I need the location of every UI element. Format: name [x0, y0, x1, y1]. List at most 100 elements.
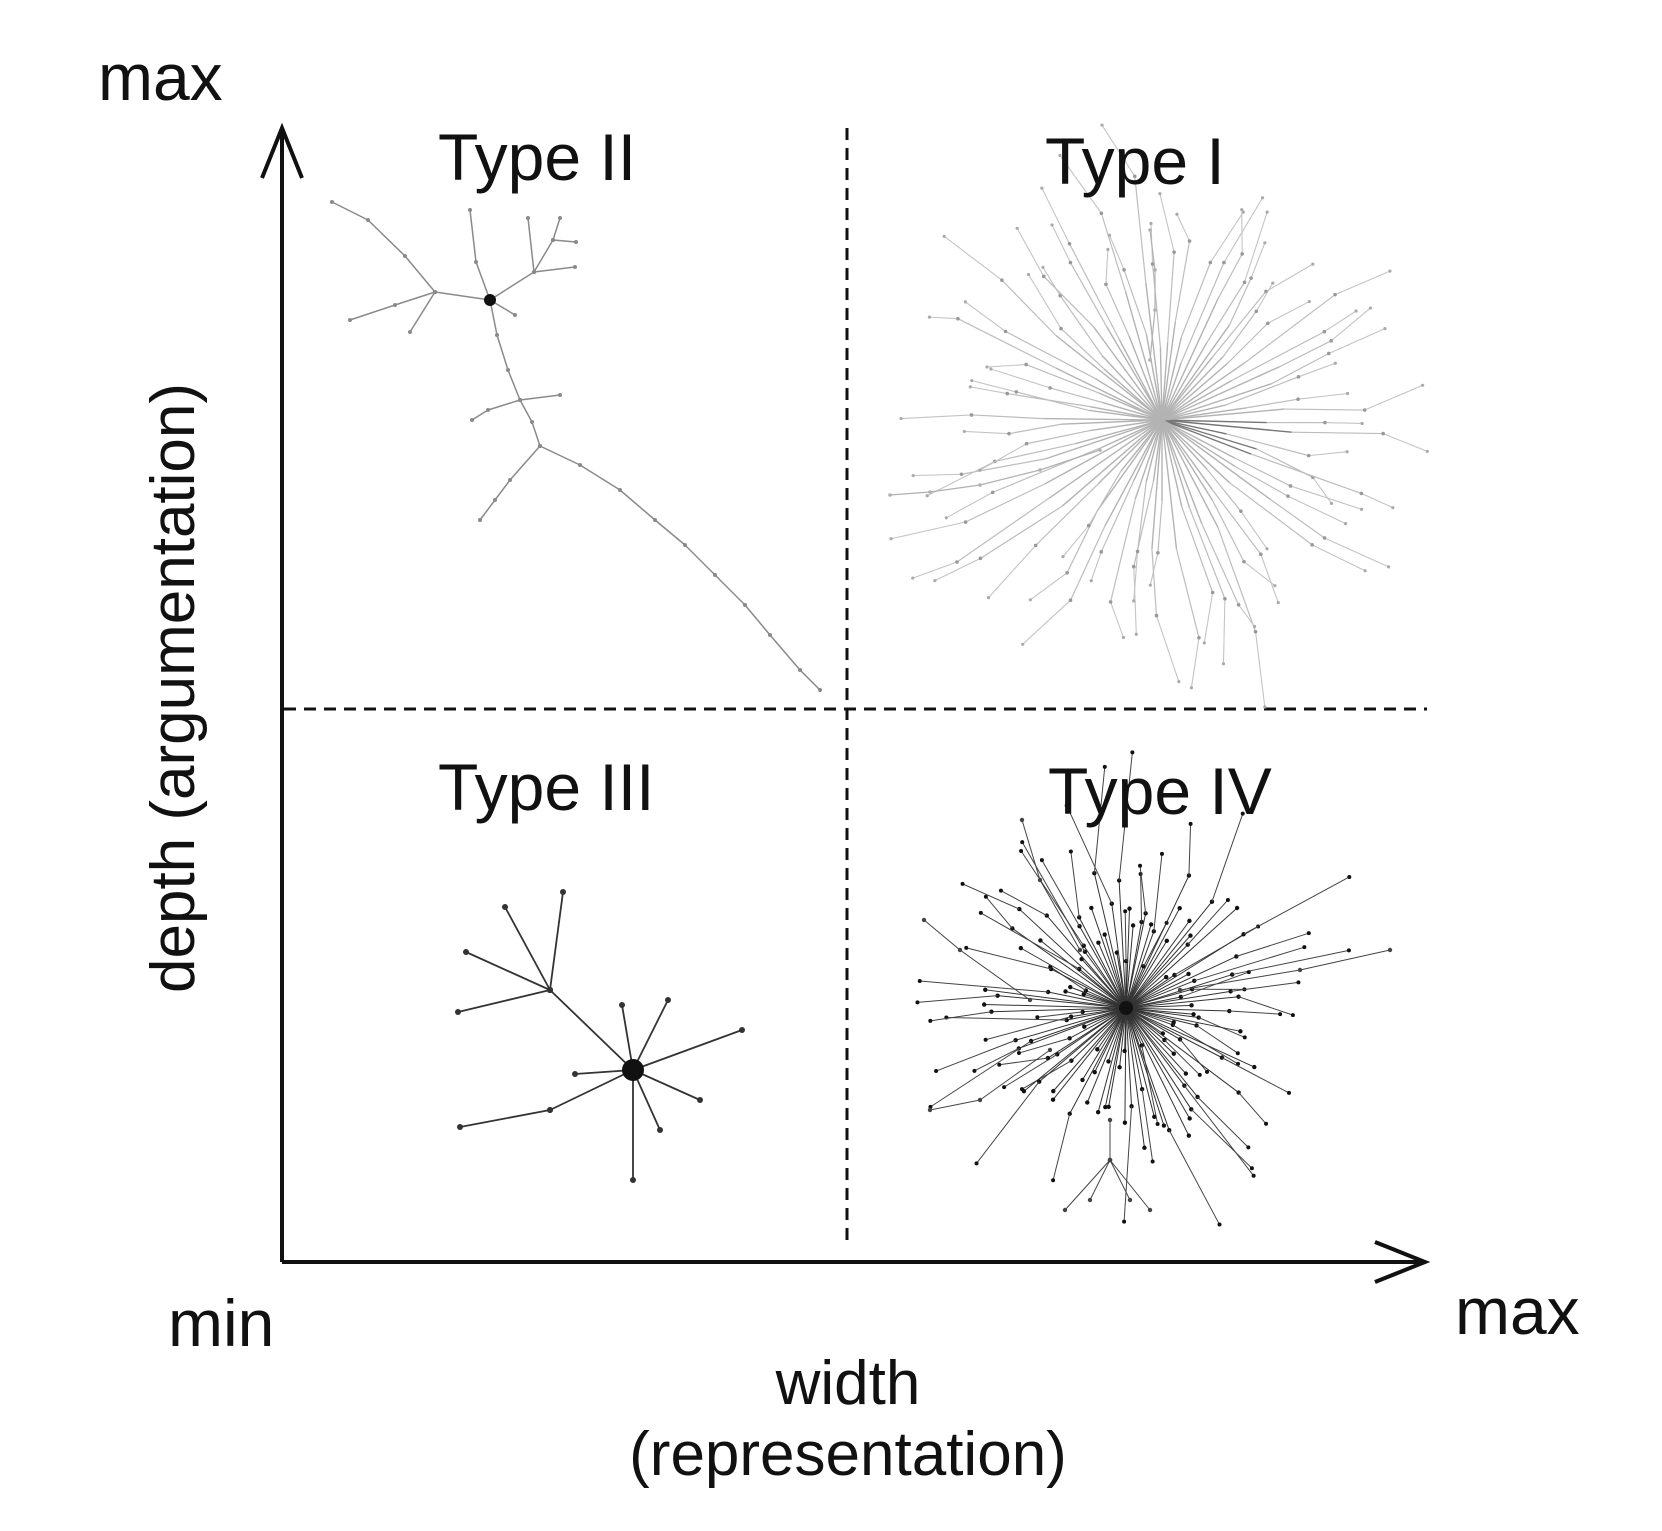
graph-edge [1125, 980, 1195, 1009]
graph-node [1222, 260, 1226, 265]
graph-edge [1090, 907, 1127, 1009]
graph-node [1148, 358, 1152, 362]
graph-edge [919, 980, 1049, 993]
graph-edge [1139, 865, 1147, 914]
y-axis-label: depth (argumentation) [139, 382, 208, 993]
graph-edge [1267, 301, 1310, 324]
graph-node [1117, 1065, 1122, 1070]
graph-edge [1161, 361, 1246, 421]
graph-node [1156, 551, 1160, 555]
graph-edge [979, 1049, 1051, 1101]
graph-edge [496, 334, 509, 371]
graph-node [1264, 1121, 1269, 1126]
graph-node [1102, 932, 1107, 937]
graph-edge [1251, 453, 1362, 495]
graph-edge [1311, 544, 1366, 572]
graph-node [915, 1000, 920, 1005]
graph-edge [1007, 392, 1091, 408]
graph-edge [1161, 419, 1214, 501]
graph-edge [1180, 262, 1211, 338]
graph-node [1253, 629, 1258, 634]
graph-edge [1125, 988, 1193, 1009]
graph-edge [1290, 485, 1362, 510]
graph-edge [923, 919, 961, 951]
graph-edge [1230, 981, 1299, 992]
graph-edge [1197, 1096, 1249, 1148]
graph-node [1150, 1159, 1155, 1164]
graph-node [1186, 971, 1191, 977]
graph-node [1038, 468, 1042, 472]
graph-node [1150, 262, 1155, 266]
graph-edge [964, 430, 1010, 435]
graph-node [1064, 803, 1069, 808]
graph-edge [1181, 506, 1214, 593]
graph-node [1095, 1047, 1100, 1052]
graph-edge [1069, 1007, 1127, 1114]
graph-edge [1222, 598, 1226, 664]
graph-node [1391, 506, 1395, 510]
graph-node [1333, 361, 1337, 365]
graph-edge [1161, 419, 1203, 525]
graph-node [1263, 705, 1267, 709]
graph-edge [1125, 973, 1189, 1009]
graph-edge [1125, 901, 1213, 1009]
graph-edge [1125, 907, 1181, 1009]
graph-edge [1103, 368, 1163, 421]
graph-node [1092, 1069, 1097, 1075]
graph-node [1153, 308, 1157, 312]
graph-edge [1070, 1007, 1127, 1018]
graph-edge [494, 479, 511, 501]
graph-edge [1297, 392, 1348, 400]
graph-edge [1016, 228, 1045, 277]
graph-edge [1064, 1159, 1111, 1211]
network-graph-type-2 [330, 200, 822, 692]
graph-node [348, 318, 352, 322]
graph-node [1058, 153, 1062, 157]
graph-edge [1161, 356, 1224, 421]
graph-edge [1125, 990, 1231, 1009]
graph-edge [1161, 383, 1272, 421]
graph-node [1068, 598, 1073, 603]
graph-node [1360, 507, 1364, 511]
graph-edge [1123, 1106, 1133, 1222]
y-axis-max-label: max [98, 40, 223, 114]
graph-node [1242, 280, 1247, 285]
graph-edge [985, 1016, 1072, 1041]
graph-edge [1085, 990, 1127, 1009]
graph-edge [1101, 354, 1163, 421]
graph-edge [1238, 996, 1294, 1016]
graph-edge [930, 1040, 1032, 1108]
graph-edge [890, 521, 966, 540]
graph-edge [1070, 1007, 1127, 1062]
graph-node [530, 420, 534, 424]
graph-node [960, 881, 965, 886]
graph-edge [1110, 499, 1136, 603]
graph-edge [539, 445, 581, 466]
graph-node [1265, 210, 1269, 214]
graph-edge [1279, 340, 1332, 368]
graph-edge [1140, 874, 1143, 922]
graph-edge [1066, 510, 1099, 574]
graph-node [1148, 583, 1152, 587]
graph-node [1159, 851, 1164, 856]
graph-node [1246, 1145, 1251, 1150]
graph-edge [1324, 537, 1389, 568]
graph-node [1068, 260, 1073, 265]
graph-node [974, 1161, 979, 1166]
graph-node [1005, 391, 1010, 396]
graph-node [1187, 1116, 1192, 1121]
graph-edge [1049, 387, 1103, 404]
graph-edge [917, 995, 998, 1003]
graph-node [653, 518, 657, 522]
graph-node [1149, 221, 1153, 226]
graph-node [1205, 1069, 1210, 1074]
graph-node [573, 265, 577, 269]
graph-edge [1125, 1007, 1192, 1110]
graph-edge [632, 999, 669, 1071]
graph-edge [1104, 1007, 1127, 1108]
graph-node [1217, 1222, 1222, 1227]
graph-node [889, 537, 893, 541]
graph-node [1082, 1024, 1087, 1029]
graph-edge [1180, 262, 1225, 364]
graph-edge [1125, 935, 1191, 1009]
